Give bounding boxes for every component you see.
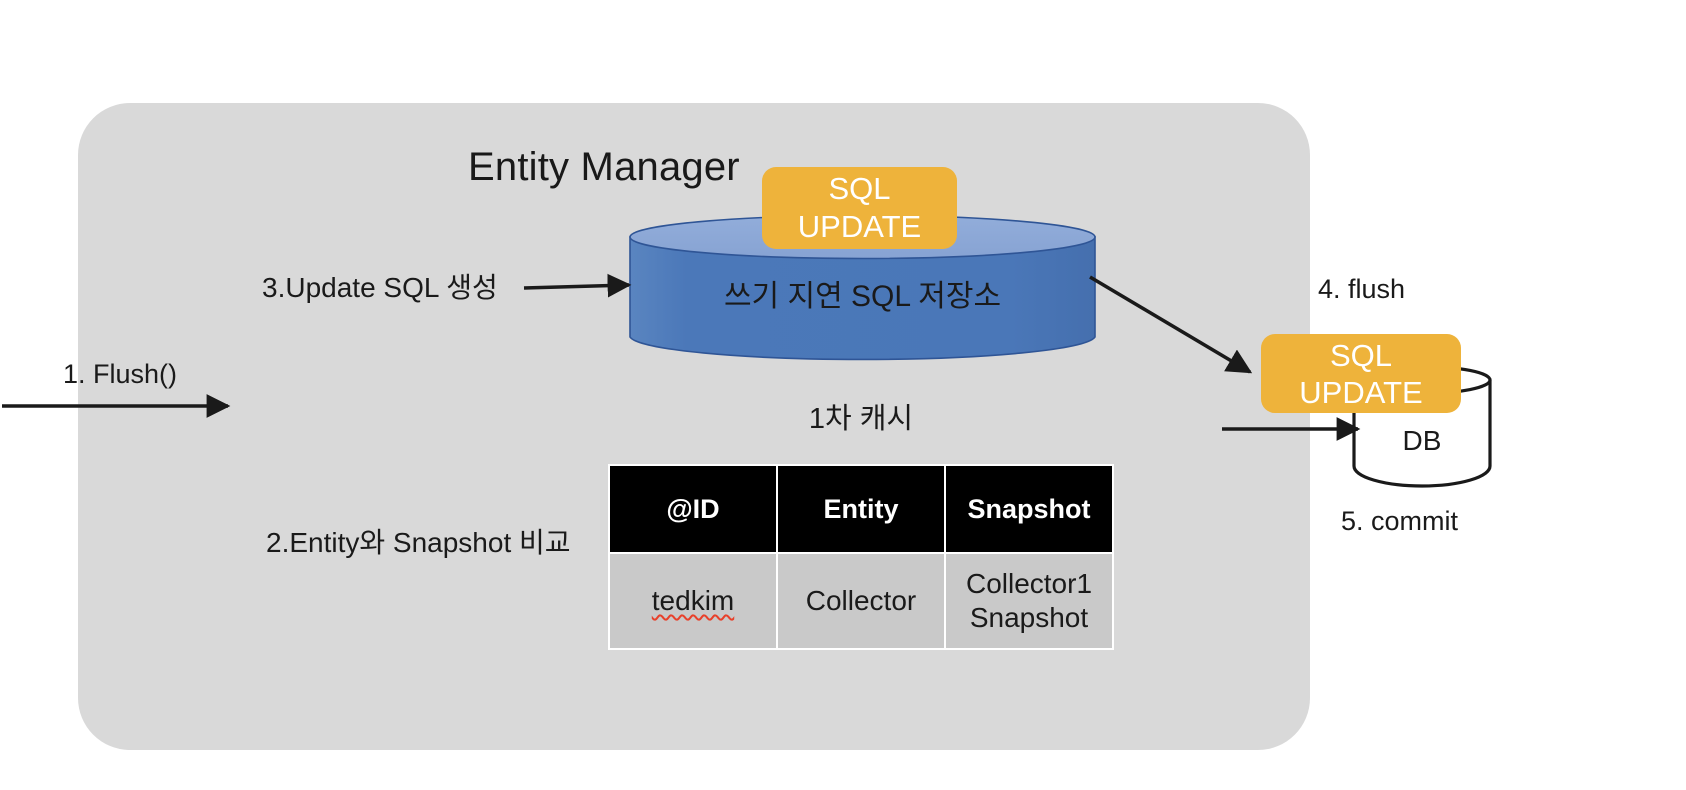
column-header-id: @ID	[610, 466, 776, 552]
sql-update-chip-database-line2: UPDATE	[1299, 374, 1423, 410]
column-header-entity: Entity	[778, 466, 944, 552]
cell-snapshot-line2: Snapshot	[969, 602, 1089, 633]
cell-snapshot-line1: Collector1	[965, 568, 1093, 599]
step-1-flush-label: 1. Flush()	[63, 359, 178, 389]
sql-update-chip-database: SQL UPDATE	[1261, 334, 1461, 413]
step-2-compare-label: 2.Entity와 Snapshot 비교	[266, 527, 571, 558]
cell-id-value: tedkim	[651, 585, 735, 616]
cell-id: tedkim	[610, 554, 776, 648]
sql-update-chip-store: SQL UPDATE	[762, 167, 957, 249]
database-label: DB	[1402, 425, 1442, 456]
column-header-snapshot: Snapshot	[946, 466, 1112, 552]
sql-update-chip-store-line2: UPDATE	[797, 209, 922, 244]
cell-entity: Collector	[778, 554, 944, 648]
step-5-commit-label: 5. commit	[1341, 506, 1459, 536]
sql-update-chip-database-line1: SQL	[1329, 337, 1393, 373]
entity-manager-title: Entity Manager	[468, 145, 740, 189]
sql-update-chip-store-line1: SQL	[828, 171, 891, 206]
step-4-flush-label: 4. flush	[1318, 274, 1406, 304]
step-3-update-sql-label: 3.Update SQL 생성	[262, 272, 498, 303]
write-behind-sql-store-label: 쓰기 지연 SQL 저장소	[723, 280, 1002, 313]
first-level-cache-label: 1차 캐시	[808, 403, 914, 435]
cell-snapshot: Collector1 Snapshot	[946, 554, 1112, 648]
table-header-row: @ID Entity Snapshot	[610, 466, 1112, 552]
first-level-cache-table: @ID Entity Snapshot tedkim Collector Col…	[608, 464, 1114, 650]
table-row: tedkim Collector Collector1 Snapshot	[610, 554, 1112, 648]
